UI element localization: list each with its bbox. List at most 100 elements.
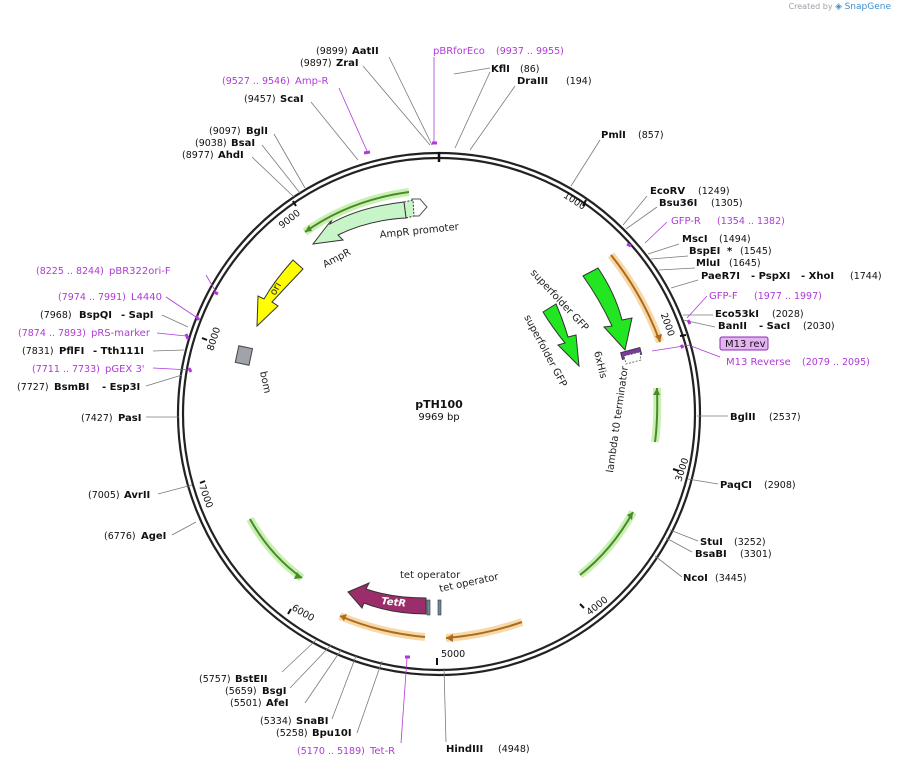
enzyme-bpu10i[interactable]: (5258) Bpu10I xyxy=(276,728,352,739)
svg-text:AatII: AatII xyxy=(352,46,379,57)
label-6xhis: 6xHis xyxy=(591,350,608,380)
primer-gfp-f[interactable]: GFP-F (1977 .. 1997) xyxy=(709,291,822,302)
feature-sfgfp-2[interactable] xyxy=(542,303,580,368)
enzyme-afei[interactable]: (5501) AfeI xyxy=(230,698,289,709)
enzyme-draiii[interactable]: DraIII (194) xyxy=(517,76,592,87)
feature-sfgfp-1[interactable] xyxy=(582,267,633,352)
enzyme-aatii[interactable]: (9899) AatII xyxy=(316,46,379,57)
enzyme-bsteii[interactable]: (5757) BstEII xyxy=(199,674,268,685)
enzyme-snabi[interactable]: (5334) SnaBI xyxy=(260,716,328,727)
svg-text:BanII: BanII xyxy=(718,321,747,332)
enzyme-banii[interactable]: BanII - SacI (2030) xyxy=(718,321,835,332)
enzyme-bsai[interactable]: (9038) BsaI xyxy=(195,138,255,149)
enzyme-zrai[interactable]: (9897) ZraI xyxy=(300,58,359,69)
svg-text:BsaI: BsaI xyxy=(231,138,255,149)
enzyme-eco53ki[interactable]: Eco53kI (2028) xyxy=(715,309,804,320)
feature-ori[interactable] xyxy=(256,259,304,328)
m13-rev-badge[interactable]: M13 rev xyxy=(719,336,769,351)
enzyme-scai[interactable]: (9457) ScaI xyxy=(244,94,304,105)
enzyme-ncoi[interactable]: NcoI (3445) xyxy=(683,573,747,584)
primer-l4440[interactable]: (7974 .. 7991) L4440 xyxy=(58,292,162,303)
enzyme-stui[interactable]: StuI (3252) xyxy=(700,537,766,548)
watermark-brand: SnapGene xyxy=(844,2,891,12)
svg-text:Bpu10I: Bpu10I xyxy=(312,728,352,739)
primer-gfp-r[interactable]: GFP-R (1354 .. 1382) xyxy=(671,216,785,227)
enzyme-bsmbi[interactable]: (7727) BsmBI - Esp3I xyxy=(17,382,140,393)
enzyme-pasi[interactable]: (7427) PasI xyxy=(81,413,141,424)
enzyme-pmli[interactable]: PmlI (857) xyxy=(601,130,664,141)
svg-text:(7711 .. 7733): (7711 .. 7733) xyxy=(32,364,100,375)
enzyme-hindiii[interactable]: HindIII (4948) xyxy=(446,744,530,755)
svg-text:PaqCI: PaqCI xyxy=(720,480,752,491)
svg-text:(1305): (1305) xyxy=(711,198,743,209)
tick-7000: 7000 xyxy=(196,483,215,509)
primer-pbr322ori-f[interactable]: (8225 .. 8244) pBR322ori-F xyxy=(36,266,171,277)
svg-text:BspQI: BspQI xyxy=(79,310,112,321)
enzyme-bsabi[interactable]: BsaBI (3301) xyxy=(695,549,772,560)
m13-rev-label: M13 rev xyxy=(725,339,766,350)
primer-tet-r[interactable]: (5170 .. 5189) Tet-R xyxy=(297,746,395,757)
enzyme-bgli[interactable]: (9097) BglI xyxy=(209,126,268,137)
orf-green-3 xyxy=(577,510,637,579)
svg-text:(9038): (9038) xyxy=(195,138,227,149)
svg-text:Tet-R: Tet-R xyxy=(369,746,395,757)
svg-text:M13 Reverse: M13 Reverse xyxy=(726,357,791,368)
enzyme-bspqi[interactable]: (7968) BspQI - SapI xyxy=(40,310,153,321)
primer-amp-r[interactable]: (9527 .. 9546) Amp-R xyxy=(222,76,329,87)
enzyme-labels-left: (9899) AatII (9897) ZraI (9457) ScaI (90… xyxy=(17,46,379,739)
feature-6xhis[interactable] xyxy=(620,347,643,365)
tick-5000: 5000 xyxy=(441,649,465,660)
svg-text:(7727): (7727) xyxy=(17,382,49,393)
svg-text:pGEX 3': pGEX 3' xyxy=(105,364,145,375)
watermark-prefix: Created by xyxy=(788,2,833,11)
svg-text:(5170 .. 5189): (5170 .. 5189) xyxy=(297,746,365,757)
feature-bom[interactable] xyxy=(234,345,254,366)
label-ampr-promoter: AmpR promoter xyxy=(379,222,460,241)
enzyme-bsu36i[interactable]: Bsu36I (1305) xyxy=(659,198,743,209)
enzyme-pflfi[interactable]: (7831) PflFI - Tth111I xyxy=(22,346,144,357)
primer-pgex3[interactable]: (7711 .. 7733) pGEX 3' xyxy=(32,364,145,375)
tick-9000: 9000 xyxy=(277,208,303,232)
svg-text:(1249): (1249) xyxy=(698,186,730,197)
svg-text:(7968): (7968) xyxy=(40,310,72,321)
feature-tetr[interactable]: TetR xyxy=(347,582,427,615)
enzyme-kfli[interactable]: KflI (86) xyxy=(491,64,540,75)
feature-ampr[interactable] xyxy=(311,201,407,245)
feature-tet-operator-1[interactable] xyxy=(426,599,431,616)
label-tet-operator-1: tet operator xyxy=(400,570,461,581)
svg-text:Bsu36I: Bsu36I xyxy=(659,198,697,209)
enzyme-avrii[interactable]: (7005) AvrII xyxy=(88,490,150,501)
svg-text:PmlI: PmlI xyxy=(601,130,626,141)
svg-text:(857): (857) xyxy=(638,130,664,141)
svg-text:BsaBI: BsaBI xyxy=(695,549,727,560)
svg-text:(5258): (5258) xyxy=(276,728,308,739)
primer-prs-marker[interactable]: (7874 .. 7893) pRS-marker xyxy=(18,328,151,339)
primer-m13-reverse[interactable]: M13 Reverse (2079 .. 2095) xyxy=(726,357,870,368)
enzyme-bsgi[interactable]: (5659) BsgI xyxy=(225,686,286,697)
svg-text:BglII: BglII xyxy=(730,412,756,423)
enzyme-labels-right: KflI (86) DraIII (194) PmlI (857) EcoRV … xyxy=(446,64,882,755)
enzyme-paer7i[interactable]: PaeR7I - PspXI - XhoI (1744) xyxy=(701,271,882,282)
enzyme-paqci[interactable]: PaqCI (2908) xyxy=(720,480,796,491)
svg-text:(1977 .. 1997): (1977 .. 1997) xyxy=(754,291,822,302)
enzyme-bglii[interactable]: BglII (2537) xyxy=(730,412,801,423)
label-tetr: TetR xyxy=(381,596,407,610)
svg-text:(1545): (1545) xyxy=(740,246,772,257)
enzyme-mlui[interactable]: MluI (1645) xyxy=(696,258,761,269)
svg-text:(194): (194) xyxy=(566,76,592,87)
enzyme-ahdi[interactable]: (8977) AhdI xyxy=(182,150,244,161)
enzyme-msci[interactable]: MscI (1494) xyxy=(682,234,751,245)
svg-text:(7974 .. 7991): (7974 .. 7991) xyxy=(58,292,126,303)
svg-text:(1494): (1494) xyxy=(719,234,751,245)
svg-text:(4948): (4948) xyxy=(498,744,530,755)
tick-1000: 1000 xyxy=(561,190,587,212)
svg-text:- PspXI: - PspXI xyxy=(751,271,790,282)
svg-text:GFP-R: GFP-R xyxy=(671,216,701,227)
enzyme-agei[interactable]: (6776) AgeI xyxy=(104,531,166,542)
feature-tet-operator-2[interactable] xyxy=(437,599,442,616)
enzyme-bspei[interactable]: BspEI * (1545) xyxy=(689,246,772,257)
svg-text:(2028): (2028) xyxy=(772,309,804,320)
feature-ampr-promoter[interactable] xyxy=(403,198,428,219)
primer-pbrforeco[interactable]: pBRforEco (9937 .. 9955) xyxy=(433,46,564,57)
enzyme-ecorv[interactable]: EcoRV (1249) xyxy=(650,186,730,197)
